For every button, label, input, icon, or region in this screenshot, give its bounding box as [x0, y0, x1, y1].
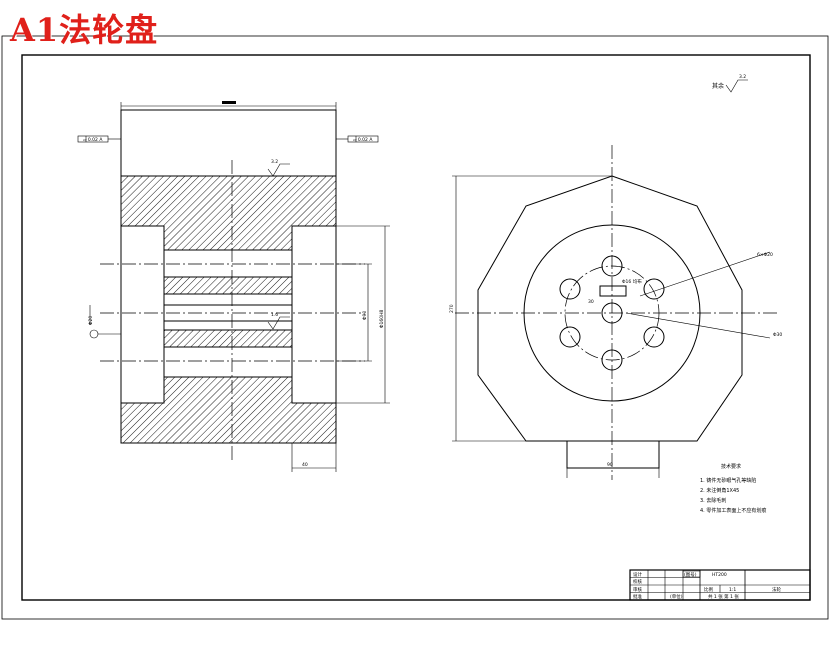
- section-dim-text: ▱ 0.02 A ▱ 0.02 A 40 3.2 1.6 Φ90 Φ160H8 …: [83, 137, 385, 468]
- svg-text:3.2: 3.2: [271, 159, 278, 165]
- tb-label-approve: 批准: [633, 593, 642, 600]
- front-dim-text: Φ16 均布 6×Φ20 Φ30 90 270 30: [449, 252, 782, 468]
- svg-text:40: 40: [302, 462, 308, 468]
- tech-requirements: 技术要求 1. 铸件无砂眼气孔等缺陷 2. 未注倒角1X45 3. 去除毛刺 4…: [700, 463, 766, 514]
- tech-req-item-2: 2. 未注倒角1X45: [700, 487, 739, 494]
- section-dimensions: [77, 101, 390, 472]
- front-centerlines: [455, 145, 780, 480]
- section-centerlines: [100, 160, 365, 460]
- tech-req-item-3: 3. 去除毛刺: [700, 497, 726, 504]
- surface-finish-note: 其余: [712, 82, 724, 90]
- front-view: [477, 175, 743, 469]
- section-hatch-mid1: [163, 276, 293, 295]
- section-hatch-mid2: [163, 329, 293, 348]
- tb-company: (单位): [670, 593, 683, 600]
- title-block-text: 设计 校核 审核 批准 (图号) HT200 比例 1:1 法轮 共 1 张 第…: [633, 571, 781, 600]
- tb-drawing-no: (图号): [684, 572, 697, 578]
- svg-text:30: 30: [588, 299, 594, 305]
- outer-border: [1, 35, 829, 620]
- tb-scale: 1:1: [729, 587, 736, 593]
- tb-label-check: 校核: [633, 578, 642, 585]
- tb-material: HT200: [712, 572, 727, 578]
- base-tab: [566, 440, 660, 469]
- svg-text:Φ20: Φ20: [88, 316, 94, 325]
- title-block: [629, 569, 811, 601]
- svg-text:1.6: 1.6: [271, 312, 278, 318]
- section-hatch-top: [120, 175, 337, 251]
- svg-text:▱ 0.02 A: ▱ 0.02 A: [83, 137, 103, 143]
- tb-label-design: 设计: [633, 571, 642, 578]
- svg-text:Φ90: Φ90: [362, 311, 368, 320]
- drawing-title: A1法轮盘: [10, 11, 159, 49]
- svg-text:270: 270: [449, 304, 455, 313]
- svg-text:6×Φ20: 6×Φ20: [757, 252, 773, 258]
- tb-scale-label: 比例: [704, 586, 713, 593]
- svg-text:Φ16 均布: Φ16 均布: [622, 278, 642, 285]
- tech-req-item-4: 4. 零件加工表面上不应有划痕: [700, 507, 766, 514]
- section-hatch-bottom: [120, 376, 337, 444]
- surface-finish-value: 3.2: [739, 74, 746, 80]
- tech-req-item-1: 1. 铸件无砂眼气孔等缺陷: [700, 477, 756, 484]
- inner-border: [21, 54, 811, 601]
- svg-text:90: 90: [607, 462, 613, 468]
- front-dimensions: [452, 79, 771, 478]
- section-view: [120, 109, 337, 444]
- svg-text:Φ160H8: Φ160H8: [379, 309, 385, 328]
- svg-text:▱ 0.02 A: ▱ 0.02 A: [353, 137, 373, 143]
- tb-part-name: 法轮: [772, 586, 781, 593]
- tb-label-review: 审核: [633, 586, 642, 593]
- svg-text:Φ30: Φ30: [773, 332, 782, 338]
- tb-sheet-info: 共 1 张 第 1 张: [708, 593, 739, 600]
- tech-req-heading: 技术要求: [721, 463, 741, 470]
